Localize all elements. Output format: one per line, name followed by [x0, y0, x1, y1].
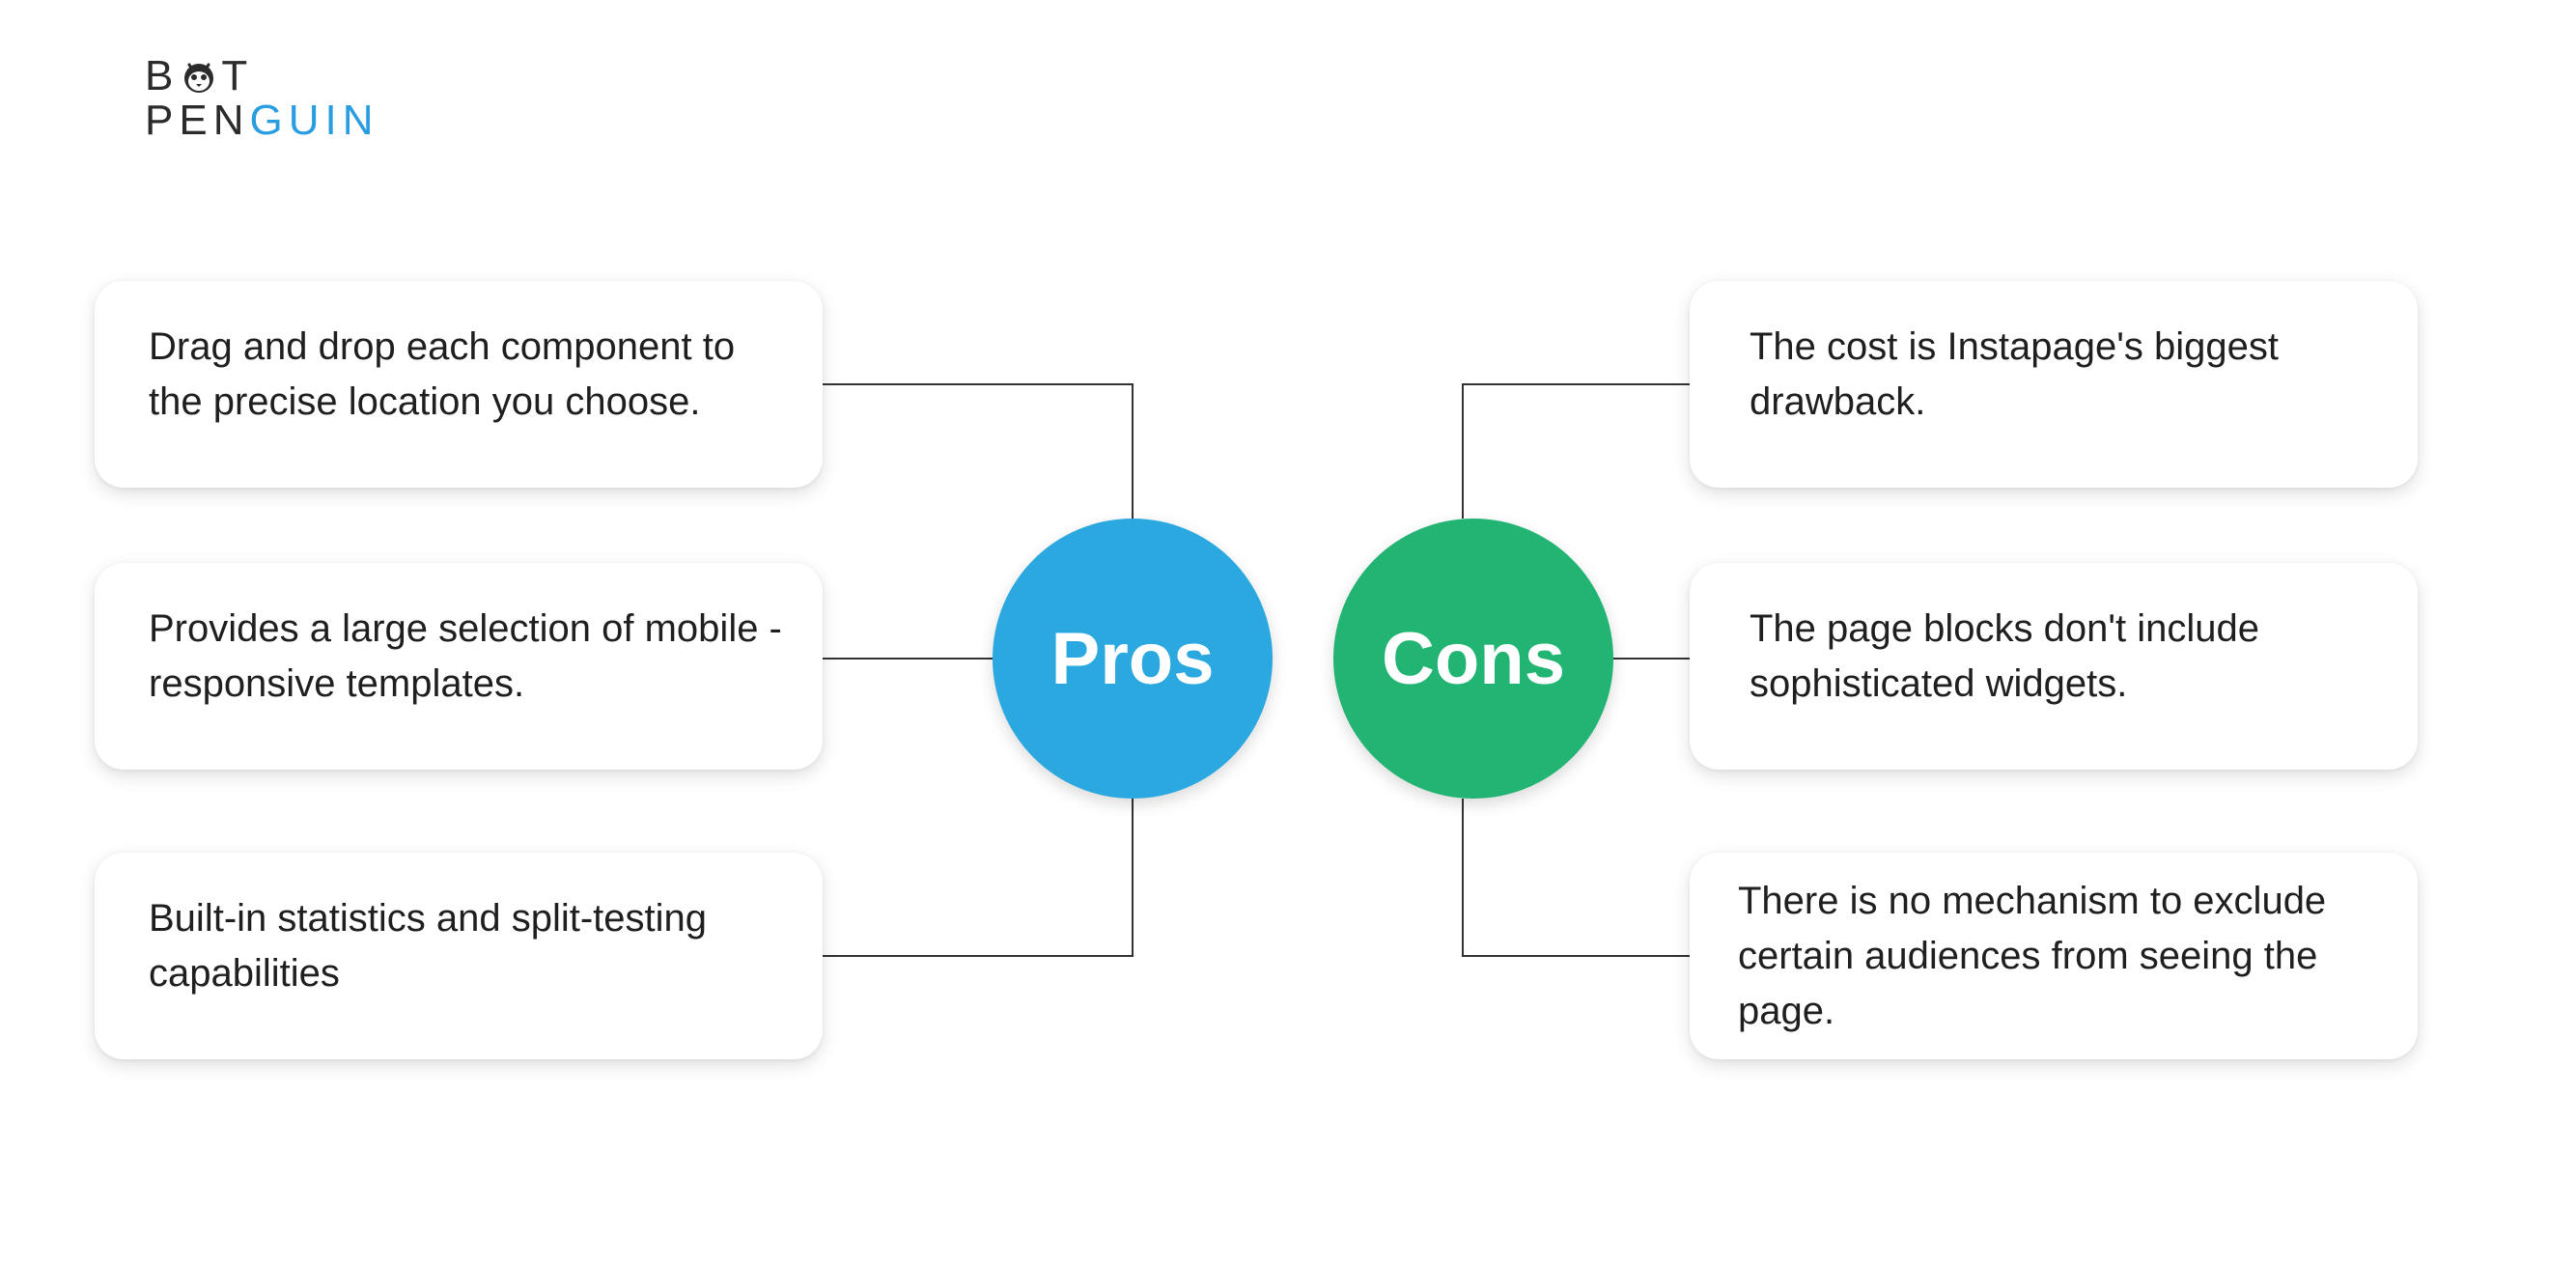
cons-item-text: The cost is Instapage's biggest drawback… [1750, 325, 2279, 423]
pros-circle-label: Pros [1050, 617, 1215, 700]
cons-connector-1 [1462, 383, 1690, 519]
pros-item-text: Provides a large selection of mobile -re… [149, 607, 782, 705]
pros-item-text: Drag and drop each component to the prec… [149, 325, 736, 423]
pros-card-2: Provides a large selection of mobile -re… [95, 563, 823, 770]
pros-card-3: Built-in statistics and split-testing ca… [95, 853, 823, 1059]
logo-letter-t: T [221, 52, 254, 99]
cons-card-3: There is no mechanism to exclude certain… [1690, 853, 2418, 1059]
pros-card-1: Drag and drop each component to the prec… [95, 281, 823, 488]
logo-text-accent: GUIN [249, 97, 379, 144]
pros-item-text: Built-in statistics and split-testing ca… [149, 897, 708, 995]
pros-connector-1 [823, 383, 1134, 519]
cons-circle: Cons [1333, 519, 1613, 799]
cons-card-1: The cost is Instapage's biggest drawback… [1690, 281, 2418, 488]
cons-card-2: The page blocks don't include sophistica… [1690, 563, 2418, 770]
cons-item-text: There is no mechanism to exclude certain… [1738, 879, 2327, 1032]
pros-circle: Pros [993, 519, 1273, 799]
cons-item-text: The page blocks don't include sophistica… [1750, 607, 2259, 705]
pros-connector-3 [823, 799, 1134, 957]
logo-line-1: B T [145, 54, 378, 98]
cons-circle-label: Cons [1382, 617, 1565, 700]
logo-text-dark: PEN [145, 97, 250, 144]
logo-letter-b: B [145, 52, 180, 99]
cons-connector-3 [1462, 799, 1690, 957]
penguin-face-icon [184, 63, 214, 93]
